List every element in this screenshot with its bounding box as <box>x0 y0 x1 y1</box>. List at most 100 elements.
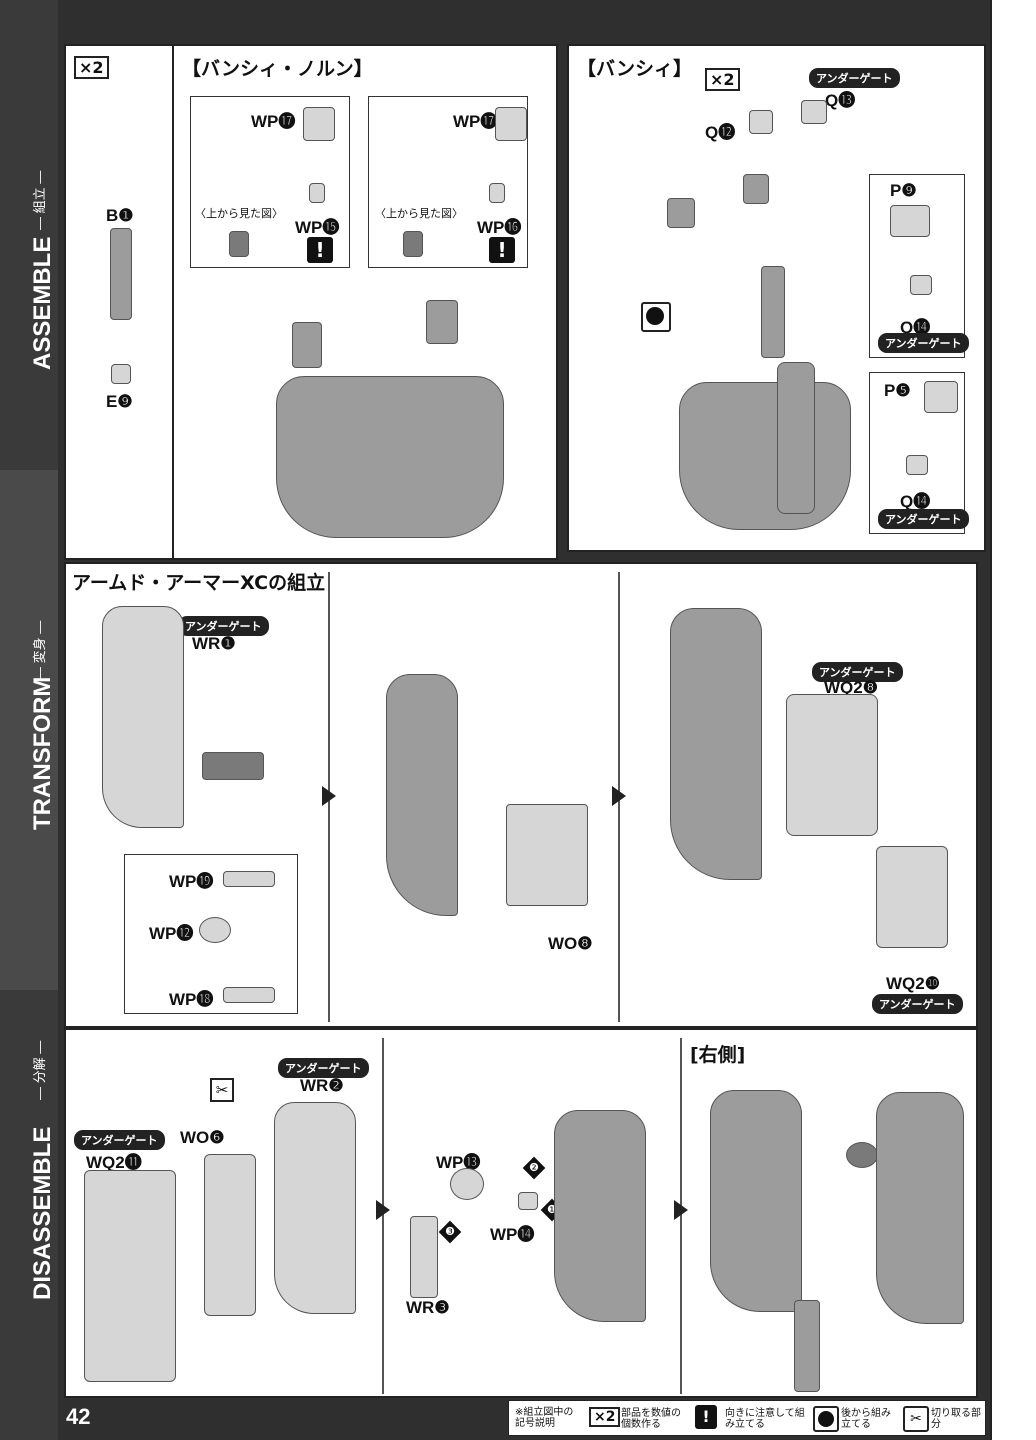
side-label-transform-jp: — 変身 — <box>32 620 47 680</box>
detail-box-left: WP⓱ 〈上から見た図〉 WP⓯ ! <box>190 96 350 268</box>
legend-direction-text: 向きに注意して組み立てる <box>725 1408 805 1430</box>
wp14-label: WP⓮ <box>490 1225 535 1244</box>
q13-label: Q⓭ <box>825 91 856 110</box>
hinge-part <box>202 752 264 780</box>
panel-armed-armor: アームド・アーマーXCの組立 アンダーゲート WR❶ WP⓳ WP⓬ WP⓲ W… <box>64 562 978 1028</box>
shoulder-part <box>667 198 695 228</box>
wing-frame-part <box>386 674 458 916</box>
panel-banshee: 【バンシィ】 ×2 アンダーゲート Q⓭ Q⓬ P❾ Q⓮ アンダーゲート P❺… <box>567 44 986 552</box>
assemble-later-icon <box>813 1406 839 1432</box>
under-gate-badge: アンダーゲート <box>878 509 969 529</box>
p5-detail-box: P❺ Q⓮ アンダーゲート <box>869 372 969 534</box>
side-nav-strip: ASSEMBLE — 組立 — TRANSFORM — 変身 — DISASSE… <box>0 0 58 1440</box>
wp13-label: WP⓭ <box>436 1153 481 1172</box>
p9-detail-box: P❾ Q⓮ アンダーゲート <box>869 174 969 358</box>
b1-part-shape <box>110 228 132 320</box>
wp16-label: WP⓰ <box>477 218 522 237</box>
right-wing-armor-part <box>876 1092 964 1324</box>
right-shoulder-part <box>426 300 458 344</box>
side-label-disassemble: DISASSEMBLE <box>29 1126 56 1300</box>
wq210-label: WQ2❿ <box>886 974 940 993</box>
wp14-part <box>518 1192 538 1210</box>
wr2-label: WR❷ <box>300 1076 344 1095</box>
q14-part-b <box>906 455 928 475</box>
wo8-label: WO❽ <box>548 934 593 953</box>
symbol-legend: ※組立図中の記号説明 ×2 部品を数値の個数作る ! 向きに注意して組み立てる … <box>508 1400 986 1436</box>
wp18-label: WP⓲ <box>169 990 214 1009</box>
wp19-part <box>223 871 275 887</box>
top-view-note-left: 〈上から見た図〉 <box>195 207 283 220</box>
hinge-detail-box: WP⓳ WP⓬ WP⓲ <box>124 854 298 1014</box>
next-page-edge <box>990 0 1036 1440</box>
wp12-part <box>199 917 231 943</box>
warning-icon: ! <box>307 237 333 263</box>
wr3-label: WR❸ <box>406 1298 450 1317</box>
q14-label-a: Q⓮ <box>900 318 931 337</box>
wr1-part <box>102 606 184 828</box>
next-step-arrow-icon <box>674 1200 688 1220</box>
wo8-part <box>506 804 588 906</box>
torso-body-part <box>679 382 851 530</box>
wo6-part <box>204 1154 256 1316</box>
under-gate-badge: アンダーゲート <box>178 616 269 636</box>
wq28-label: WQ2❽ <box>824 678 878 697</box>
wq28-part <box>786 694 878 836</box>
under-gate-badge: アンダーゲート <box>74 1130 165 1150</box>
wp18-part <box>223 987 275 1003</box>
connector-rod-part <box>794 1300 820 1392</box>
q14-label-b: Q⓮ <box>900 492 931 511</box>
column-divider <box>172 46 174 560</box>
warning-icon: ! <box>489 237 515 263</box>
legend-later-text: 後から組み立てる <box>841 1408 891 1430</box>
under-gate-badge: アンダーゲート <box>872 994 963 1014</box>
wing-assembly-part <box>554 1110 646 1322</box>
q12-label: Q⓬ <box>705 123 736 142</box>
side-label-assemble: ASSEMBLE <box>29 236 56 370</box>
count-x2-icon: ×2 <box>589 1407 621 1427</box>
p9-label: P❾ <box>890 181 917 200</box>
banshee-subassembly: ×2 アンダーゲート Q⓭ Q⓬ <box>697 56 900 166</box>
e9-part-shape <box>111 364 131 384</box>
cut-icon: ✂ <box>903 1406 929 1432</box>
wq211-label: WQ2⓫ <box>86 1153 142 1172</box>
right-wing-frame-part <box>710 1090 802 1312</box>
top-view-note-right: 〈上から見た図〉 <box>375 207 463 220</box>
q13-part <box>801 100 827 124</box>
side-label-assemble-jp: — 組立 — <box>32 170 47 230</box>
part-label-b1: B❶ <box>106 206 134 225</box>
wp15-part <box>309 183 325 203</box>
wp17-label-left: WP⓱ <box>251 112 296 131</box>
armed-armor-title: アームド・アーマーXCの組立 <box>72 572 326 594</box>
banshee-title: 【バンシィ】 <box>577 58 692 80</box>
wr2-part <box>274 1102 356 1314</box>
side-label-transform: TRANSFORM <box>29 676 56 830</box>
p9-part <box>890 205 930 237</box>
wing-assembly-part <box>670 608 762 880</box>
side-label-disassemble-jp: — 分解 — <box>32 1040 47 1100</box>
warning-icon: ! <box>695 1405 717 1429</box>
assemble-later-icon <box>641 302 671 332</box>
arm-rod-part <box>761 266 785 358</box>
wp19-label: WP⓳ <box>169 872 214 891</box>
wp17-part-right <box>495 107 527 141</box>
cut-icon: ✂ <box>210 1078 234 1102</box>
step-badge-2: ❷ <box>522 1156 546 1180</box>
left-shoulder-part <box>292 322 322 368</box>
wp16-part <box>489 183 505 203</box>
wr1-label: WR❶ <box>192 634 236 653</box>
legend-count-text: 部品を数値の個数作る <box>621 1408 681 1430</box>
next-step-arrow-icon <box>322 786 336 806</box>
wr3-part <box>410 1216 438 1298</box>
count-x2-badge: ×2 <box>705 68 740 91</box>
under-gate-badge: アンダーゲート <box>878 333 969 353</box>
right-side-title: [右側] <box>690 1044 746 1066</box>
step-badge-3: ❸ <box>438 1220 462 1244</box>
p5-part <box>924 381 958 413</box>
panel-wing-details: アンダーゲート WR❷ ✂ WO❻ アンダーゲート WQ2⓫ WP⓭ ❷ ❶ ❸… <box>64 1028 978 1398</box>
p5-label: P❺ <box>884 381 911 400</box>
page-number: 42 <box>66 1404 91 1429</box>
part-label-e9: E❾ <box>106 392 133 411</box>
wp12-label: WP⓬ <box>149 924 194 943</box>
q14-part-a <box>910 275 932 295</box>
legend-heading: ※組立図中の記号説明 <box>515 1407 574 1429</box>
